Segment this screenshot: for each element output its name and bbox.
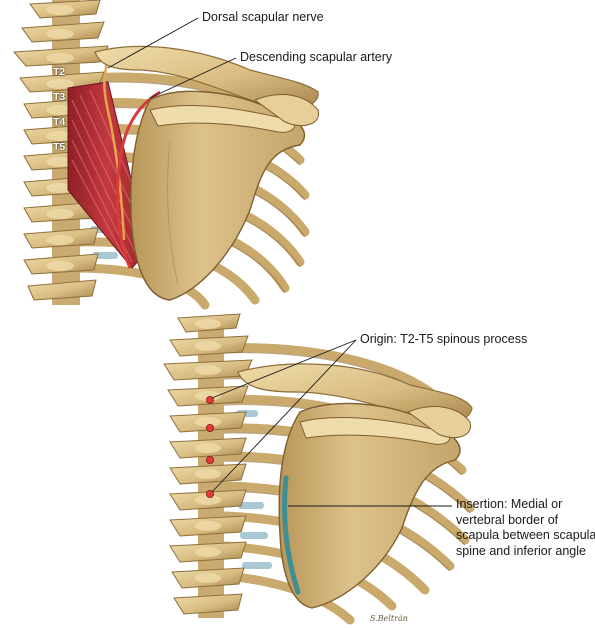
insertion-border	[282, 475, 301, 595]
leader-lines	[107, 17, 452, 507]
leader-origin-upper	[211, 339, 357, 399]
origin-points	[205, 395, 214, 498]
spine-bottom	[163, 313, 253, 618]
label-descending-scapular-artery: Descending scapular artery	[240, 50, 393, 64]
origin-dot-t2	[205, 395, 214, 404]
artist-signature: S.Beltrán	[370, 614, 408, 623]
label-insertion-line-3: scapula between scapular	[456, 528, 595, 542]
vertebra-label-t4: T4	[53, 116, 66, 128]
bottom-panel: S.Beltrán	[163, 313, 475, 625]
vertebra-label-t2: T2	[53, 66, 66, 78]
label-dorsal-scapular-nerve: Dorsal scapular nerve	[202, 10, 324, 24]
origin-dot-t5	[205, 489, 214, 498]
dorsal-scapular-nerve	[103, 59, 126, 241]
origin-dot-t4	[205, 455, 214, 464]
label-insertion-line-1: Insertion: Medial or	[456, 497, 563, 511]
leader-origin-lower	[211, 339, 357, 493]
leader-descending-scapular-artery	[149, 57, 237, 99]
label-insertion: Insertion: Medial or vertebral border of…	[456, 497, 595, 559]
top-panel	[12, 0, 320, 310]
label-insertion-line-4: spine and inferior angle	[456, 543, 586, 558]
descending-scapular-artery	[116, 90, 161, 269]
leader-dorsal-scapular-nerve	[107, 17, 199, 69]
label-origin: Origin: T2-T5 spinous process	[360, 332, 528, 346]
scapula-top	[130, 90, 320, 301]
origin-dot-t3	[205, 423, 214, 432]
vertebra-label-t5: T5	[53, 141, 66, 153]
label-insertion-line-2: vertebral border of	[456, 512, 559, 527]
vertebra-label-t3: T3	[53, 91, 66, 103]
